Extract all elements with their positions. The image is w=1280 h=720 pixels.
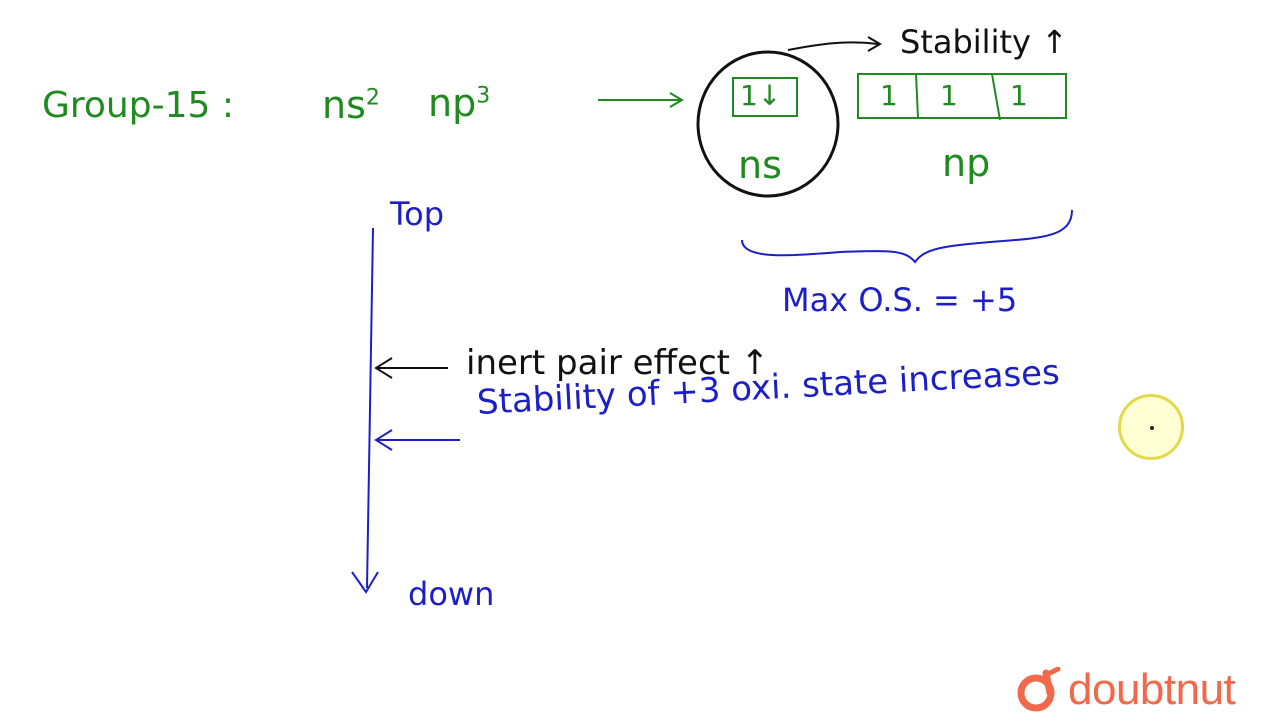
config-ns-base: ns [322, 83, 366, 127]
doubtnut-brand-text: doubtnut [1068, 665, 1236, 714]
max-oxidation-state: Max O.S. = +5 [782, 281, 1018, 319]
cursor-pointer [1150, 426, 1154, 430]
ns-label: ns [738, 143, 782, 187]
top-label: Top [390, 195, 444, 233]
np-divider-2 [991, 73, 1001, 121]
np-box-1-electron: 1 [880, 79, 898, 112]
down-label: down [408, 575, 495, 613]
np-box [857, 73, 1067, 119]
inert-arrow-head [374, 357, 393, 379]
doubtnut-logo-icon [1016, 666, 1062, 713]
config-ns-exponent: 2 [365, 85, 380, 111]
ns-box [732, 77, 798, 117]
top-down-line [366, 227, 374, 589]
stability-arrow-line [787, 41, 879, 51]
config-ns: ns2 [322, 86, 380, 124]
np-divider-1 [915, 73, 919, 119]
np-label: np [942, 141, 991, 185]
config-np: np3 [428, 84, 490, 122]
inert-pair-effect: inert pair effect ↑ [466, 343, 770, 383]
stability-note: Stability ↑ [900, 23, 1068, 61]
ns-box-electrons: 1↓ [740, 79, 782, 112]
stability3-arrow-head [374, 429, 393, 451]
config-np-base: np [428, 81, 477, 125]
group-label: Group-15 : [42, 85, 234, 126]
np-box-3-electron: 1 [1010, 79, 1028, 112]
config-np-exponent: 3 [476, 83, 491, 109]
stability-arrow-head [867, 36, 882, 52]
green-arrow-head [669, 92, 684, 108]
np-box-2-electron: 1 [940, 79, 958, 112]
ns-circle [696, 50, 840, 198]
blue-brace [741, 209, 1073, 264]
doubtnut-watermark: doubtnut [1016, 664, 1236, 716]
top-down-arrowhead [351, 571, 379, 594]
